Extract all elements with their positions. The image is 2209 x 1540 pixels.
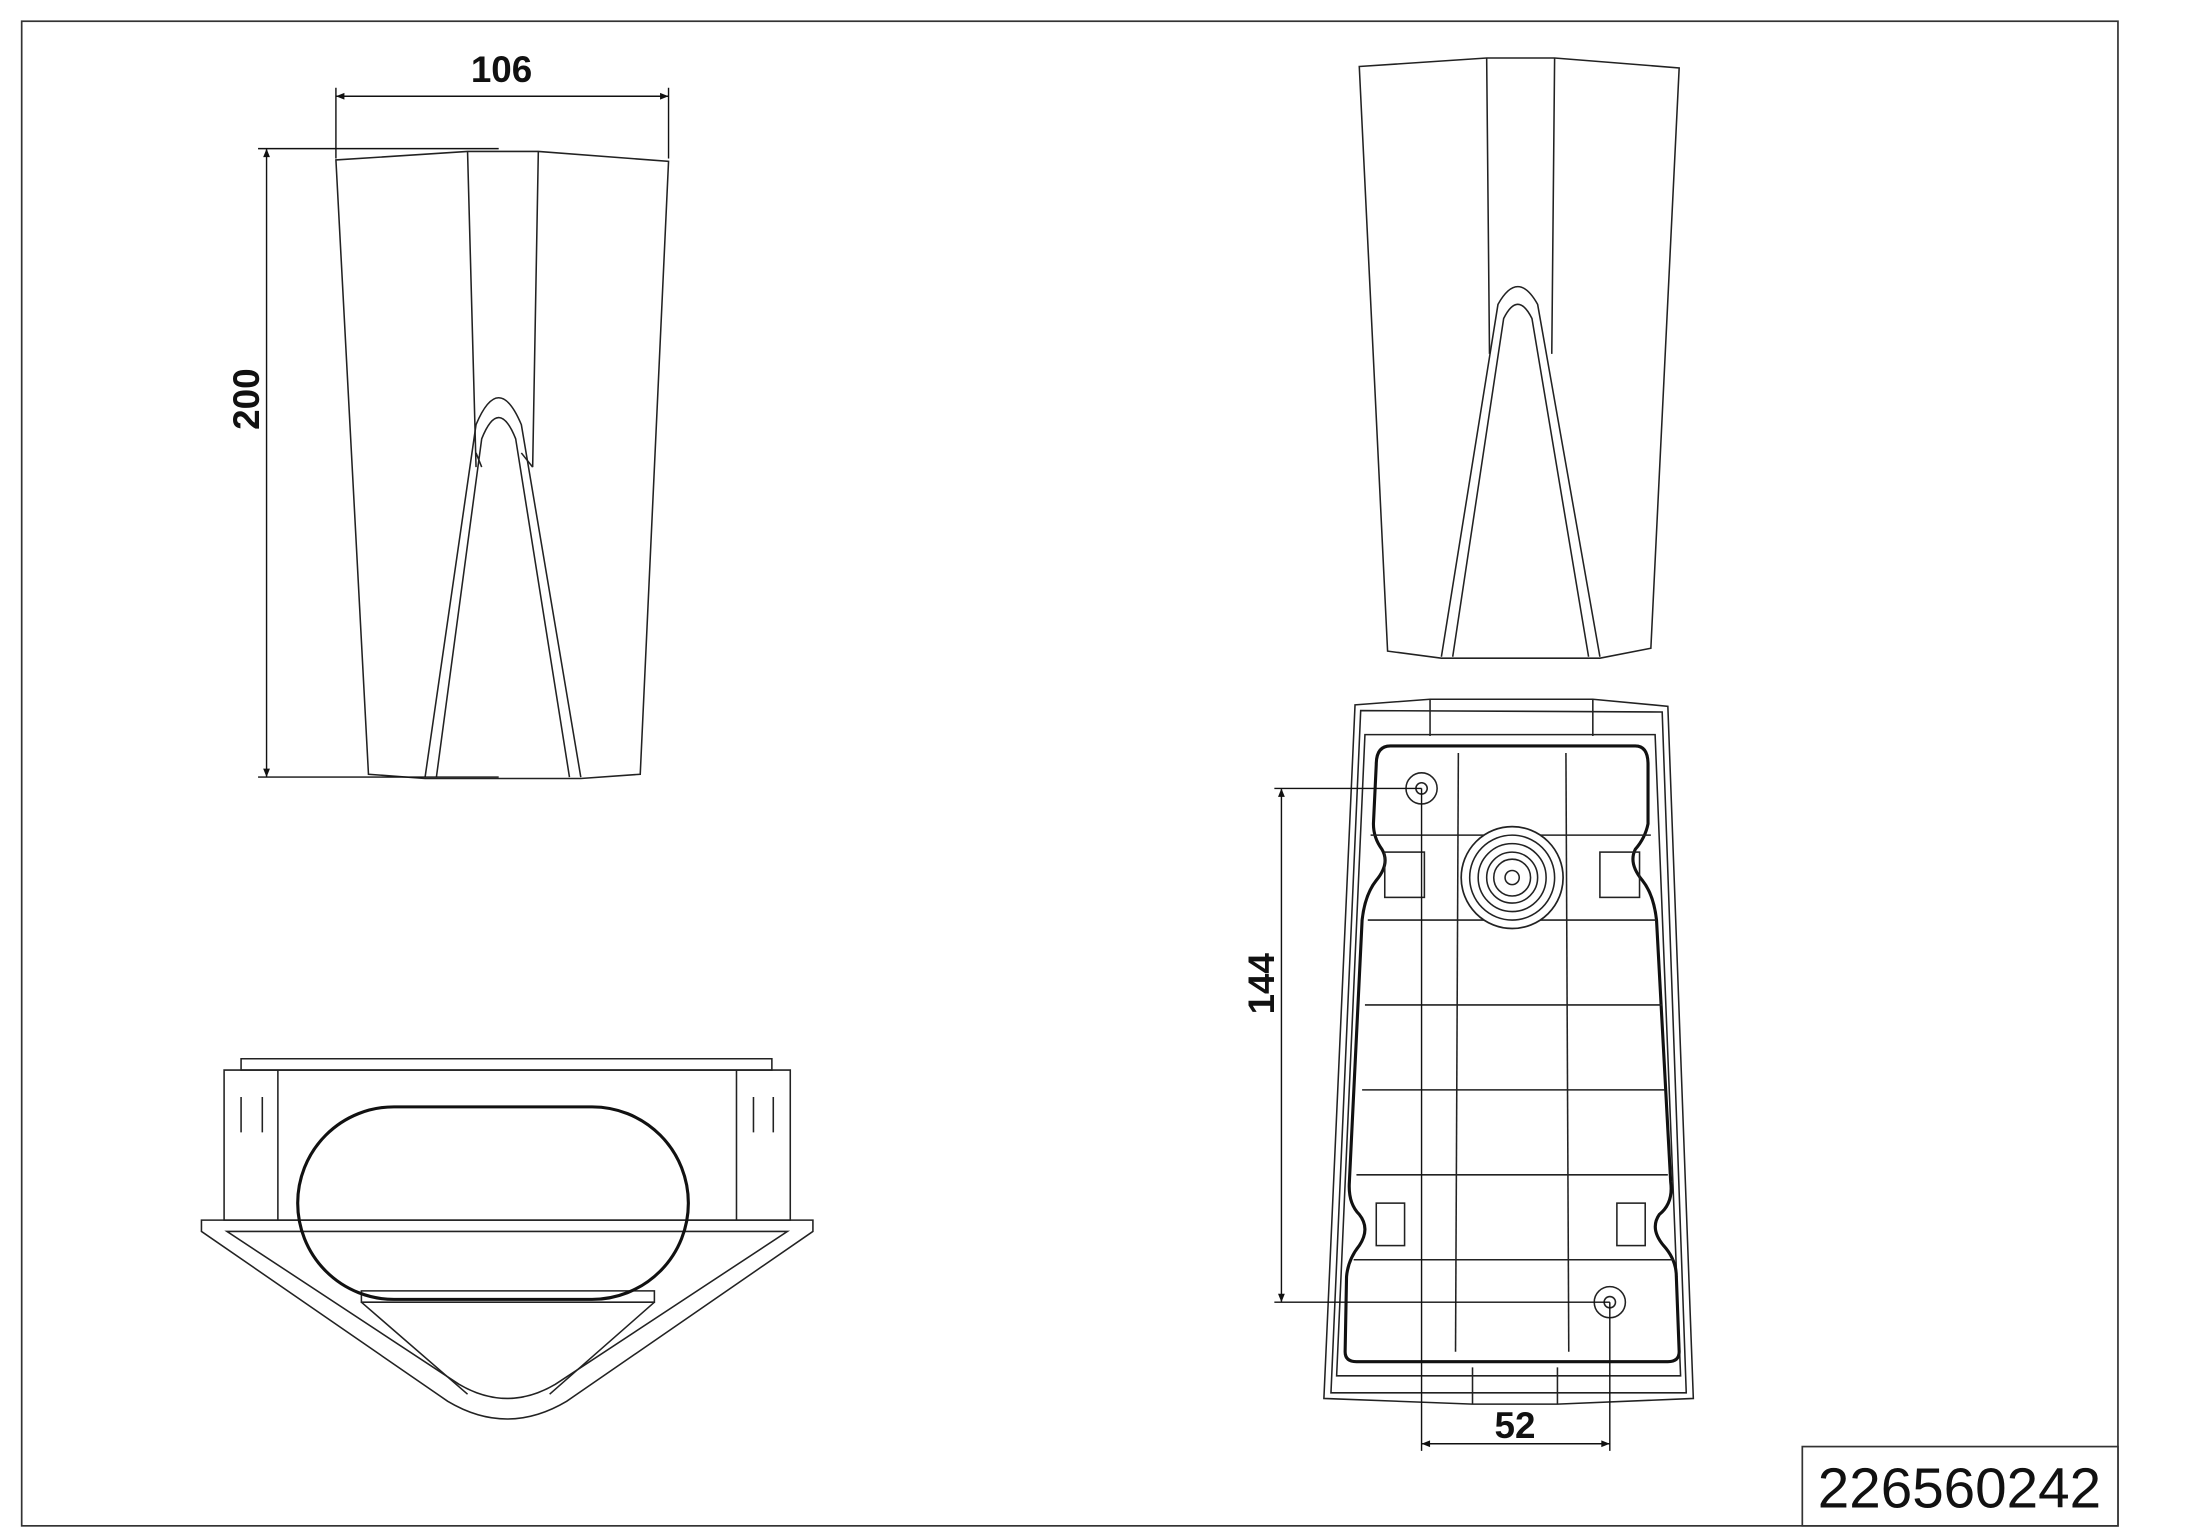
dimension-width-label: 106: [471, 49, 532, 90]
dimension-hole-horizontal: 52: [1420, 788, 1611, 1451]
drawing-number: 226560242: [1818, 1456, 2101, 1519]
center-boss: [1460, 825, 1564, 930]
rear-view: [1358, 57, 1680, 659]
bottom-view: [200, 1057, 814, 1420]
drawing-number-box: 226560242: [1801, 1445, 2119, 1527]
back-plate-view: [1323, 698, 1695, 1405]
dimension-height: 200: [226, 147, 499, 778]
dimension-hole-vertical-label: 144: [1241, 952, 1282, 1014]
drawing-frame: [20, 20, 2119, 1527]
front-view: [335, 150, 670, 780]
dimension-width: 106: [335, 49, 670, 159]
dimension-hole-horizontal-label: 52: [1495, 1405, 1536, 1446]
dimension-hole-vertical: 144: [1241, 787, 1610, 1303]
dimension-height-label: 200: [226, 368, 267, 429]
